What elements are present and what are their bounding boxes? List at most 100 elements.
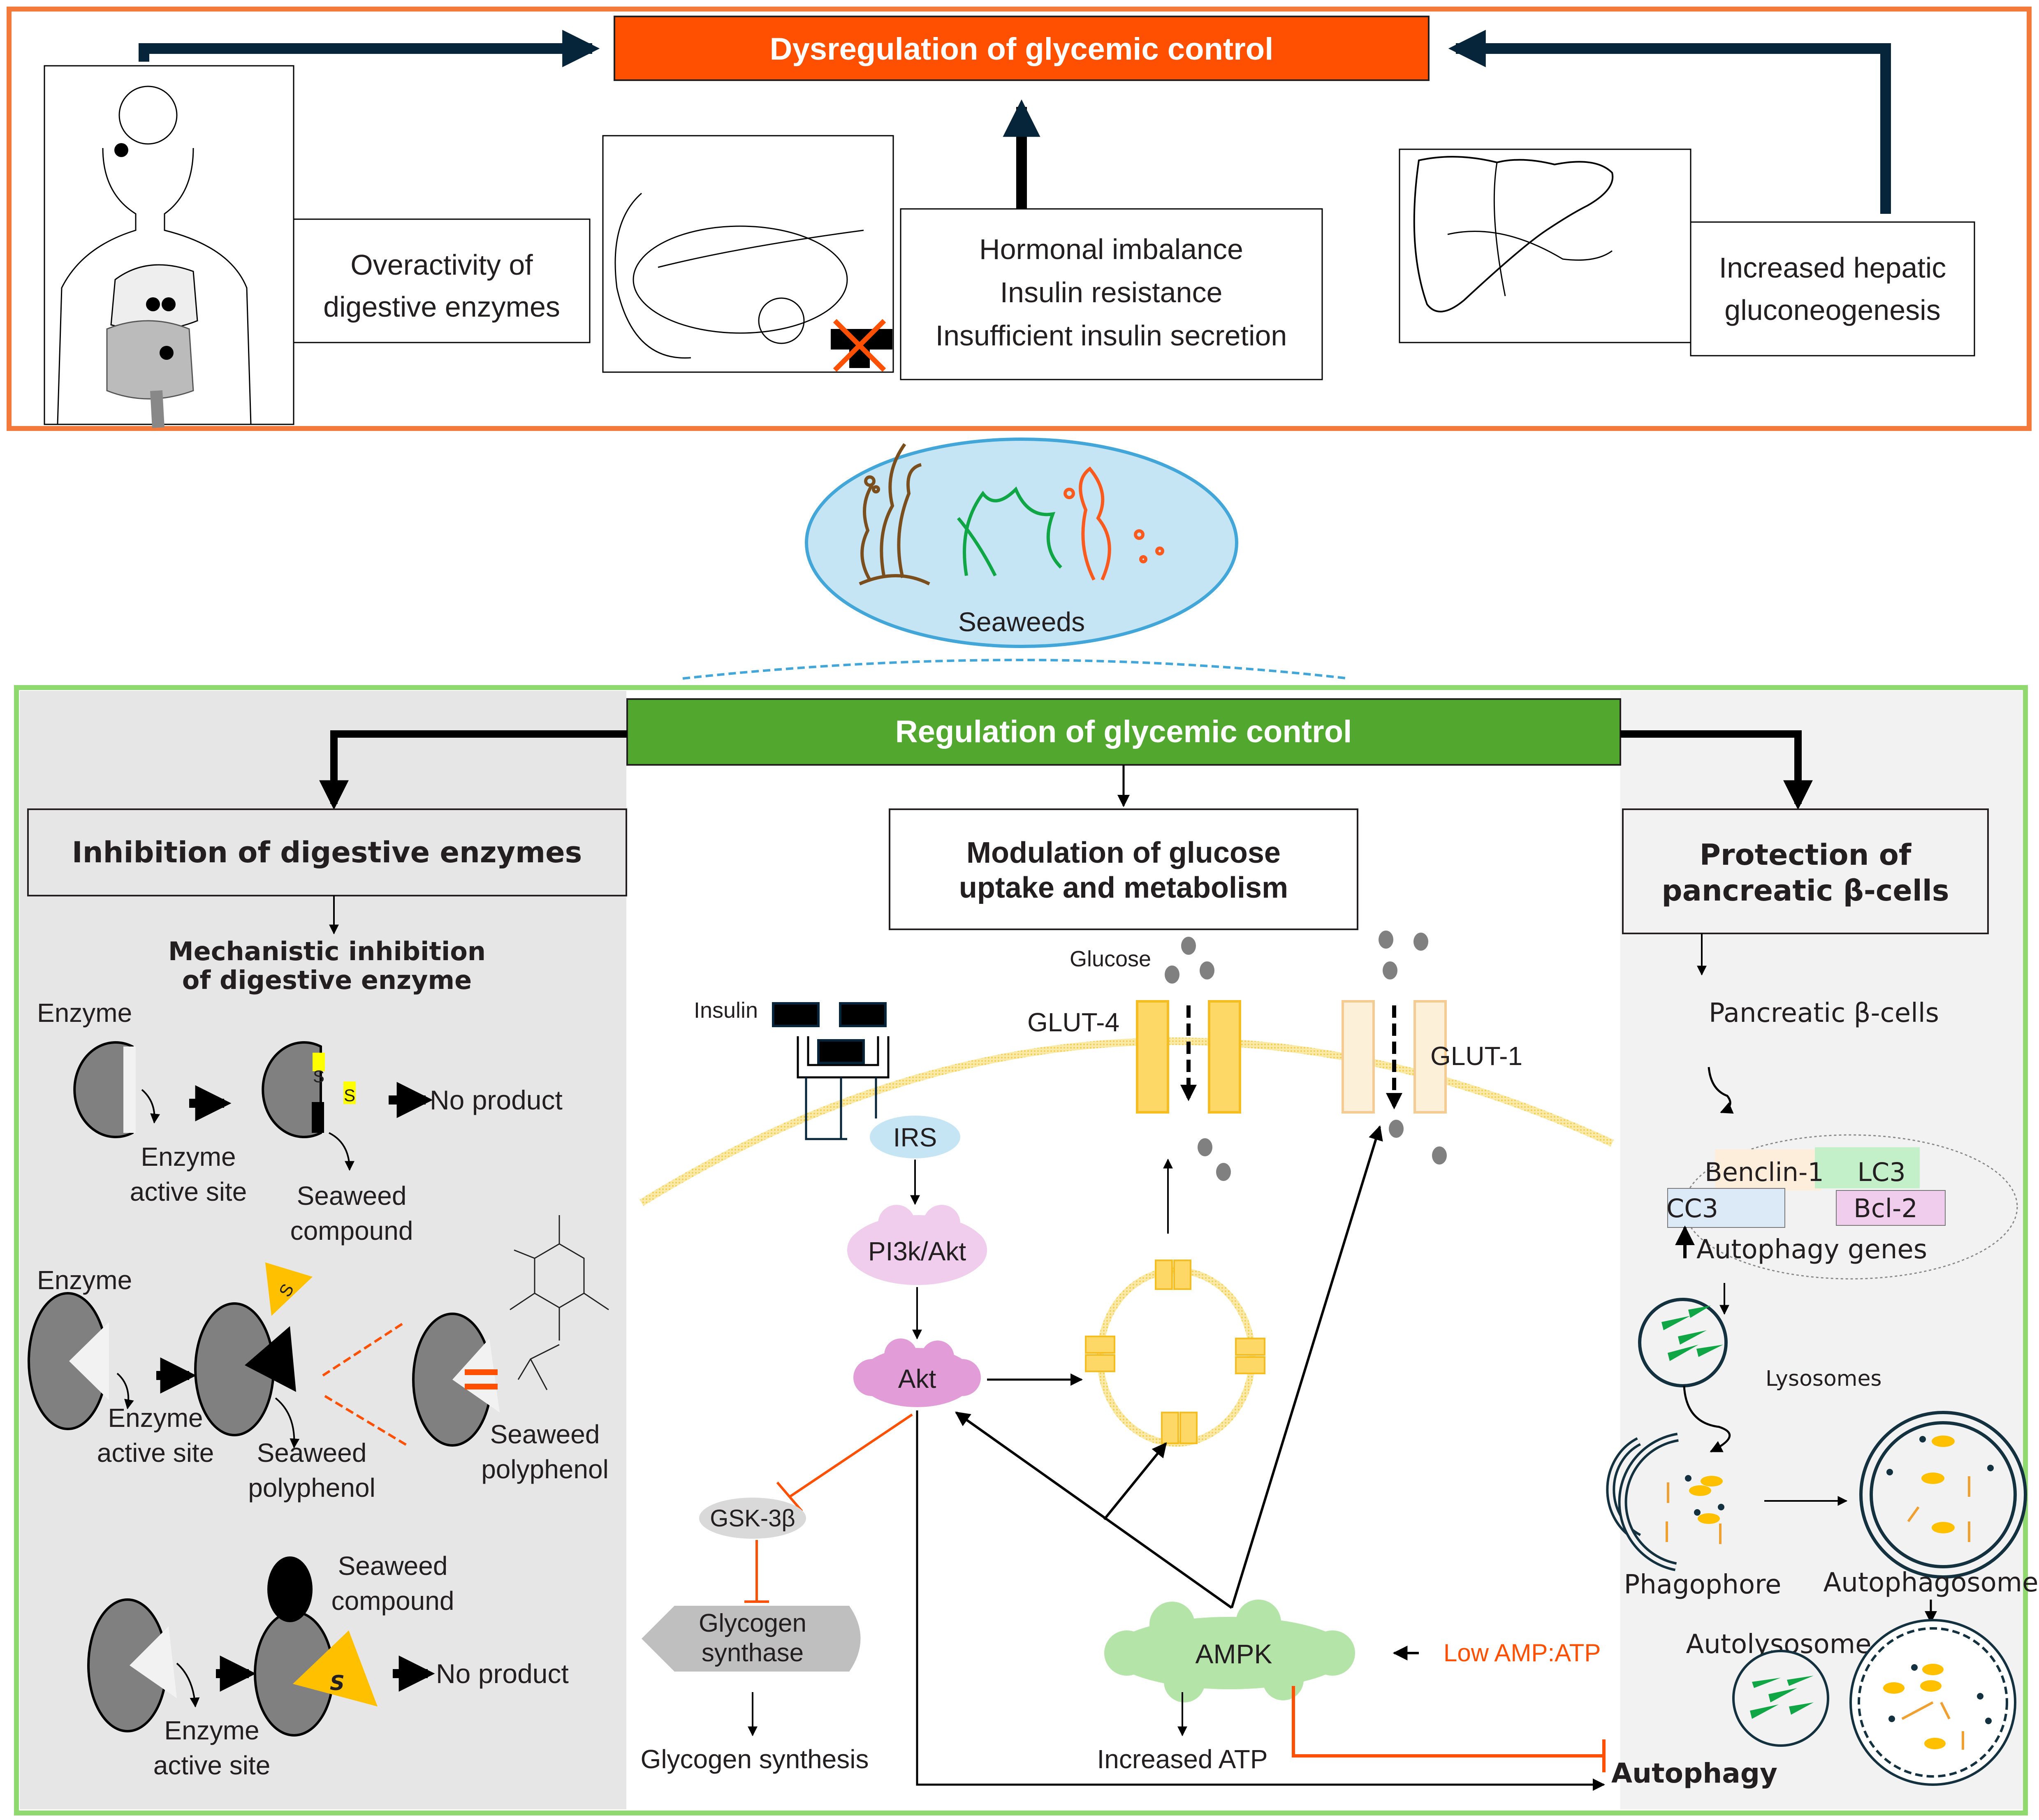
autophagy-genes-label: Autophagy genes: [1696, 1234, 1927, 1265]
liver-illustration: [1399, 148, 1691, 343]
green-seaweed-icon: [957, 486, 1062, 577]
glut4-label: GLUT-4: [1027, 1007, 1119, 1037]
row2-curved-arrow-2: [275, 1397, 300, 1449]
glycogen-synthase-node: [642, 1606, 861, 1672]
seaweeds-ellipse: [805, 438, 1238, 648]
row1-compound-2: compound: [290, 1216, 413, 1246]
glycogen-synthase-1: Glycogen: [699, 1609, 806, 1637]
akt-label: Akt: [898, 1364, 936, 1394]
mechanistic-line-1: Mechanistic inhibition: [168, 936, 486, 966]
modulation-heading-box: [889, 808, 1358, 930]
pi3k-akt-node: [847, 1205, 987, 1285]
bottom-panel: Regulation of glycemic control Inhibitio…: [14, 685, 2039, 1815]
row1-no-product: No product: [430, 1085, 563, 1115]
glycogen-synthase-2: synthase: [702, 1639, 804, 1667]
digestive-enzymes-box: [293, 218, 591, 343]
cell-membrane: [640, 1037, 1614, 1206]
hepatic-line-2: gluconeogenesis: [1724, 294, 1940, 326]
low-amp-label: Low AMP:ATP: [1444, 1639, 1601, 1667]
row1-s2: S: [344, 1086, 355, 1105]
row2-active-site-1: Enzyme: [108, 1403, 203, 1433]
hepatic-line-1: Increased hepatic: [1719, 252, 1946, 284]
inhibition-heading-box: [27, 808, 627, 896]
protection-line-1: Protection of: [1700, 838, 1912, 872]
arrow-ampk-to-vesicle: [1103, 1442, 1167, 1520]
irs-node: [870, 1116, 960, 1158]
digestive-line-2: digestive enzymes: [323, 291, 560, 323]
row1-inhibited-enzyme-icon: [262, 1041, 356, 1138]
hormonal-line-3: Insufficient insulin secretion: [936, 320, 1287, 352]
glut4-transporter-icon: [1136, 1000, 1241, 1114]
phagophore-icon: [1606, 1433, 1724, 1571]
ampk-label: AMPK: [1195, 1639, 1272, 1669]
autophagosome-icon: [1859, 1411, 2027, 1579]
row2-polyphenol-2: polyphenol: [248, 1473, 375, 1503]
gene-bcl2: Bcl-2: [1854, 1193, 1918, 1223]
row2-enzyme-icon: [28, 1292, 109, 1430]
red-seaweed-icon: [1064, 466, 1164, 581]
seaweeds-label: Seaweeds: [958, 607, 1085, 637]
modulation-line-1: Modulation of glucose: [966, 836, 1281, 869]
hormonal-box: [900, 208, 1323, 380]
protection-line-2: pancreatic β-cells: [1661, 874, 1949, 908]
row1-curved-arrow-1: [141, 1089, 160, 1124]
row3-enzyme-icon: [87, 1598, 177, 1732]
row1-active-site-1: Enzyme: [141, 1142, 236, 1172]
akt-inhibits-gsk: [789, 1413, 913, 1498]
arrow-digestive-to-title: [139, 30, 600, 67]
brown-seaweed-icon: [859, 443, 930, 586]
hormonal-line-1: Hormonal imbalance: [979, 233, 1243, 265]
akt-node: [853, 1338, 981, 1407]
gene-cc3-box: [1667, 1188, 1785, 1228]
arrow-hepatic-to-title: [1448, 30, 1891, 214]
row1-s1: S: [313, 1067, 324, 1086]
mechanistic-line-2: of digestive enzyme: [182, 965, 472, 995]
glycogen-synthesis-label: Glycogen synthesis: [641, 1744, 869, 1774]
seaweeds-zoom-connector: [682, 659, 1349, 680]
digestive-line-1: Overactivity of: [350, 249, 533, 281]
glut1-transporter-icon: [1342, 1000, 1447, 1114]
autophagy-label: Autophagy: [1611, 1757, 1777, 1789]
row2-curved-arrow-1: [116, 1373, 134, 1410]
pancreas-illustration: [602, 135, 894, 373]
arrow-ampk-to-glut1: [1230, 1125, 1383, 1608]
beta-cells-label: Pancreatic β-cells: [1709, 998, 1939, 1028]
autophagosome-label: Autophagosome: [1824, 1568, 2039, 1598]
increased-atp-label: Increased ATP: [1097, 1744, 1267, 1774]
regulation-title: Regulation of glycemic control: [895, 714, 1352, 749]
row1-active-site-2: active site: [130, 1177, 247, 1206]
arrow-to-inhibition: [319, 730, 627, 810]
arrow-to-protection: [1620, 730, 1813, 810]
insulin-label: Insulin: [694, 998, 758, 1023]
row2-polyphenol-1: Seaweed: [257, 1438, 367, 1468]
row2-polyphenol2-1: Seaweed: [490, 1419, 600, 1449]
glut4-vesicle-icon: [1085, 1260, 1265, 1447]
modulation-line-2: uptake and metabolism: [959, 871, 1288, 904]
wavy-arrow-to-genes: [1708, 1067, 1734, 1114]
row1-enzyme-icon: [73, 1041, 136, 1138]
row3-active-site-1: Enzyme: [164, 1716, 259, 1745]
row3-compound-1: Seaweed: [338, 1551, 448, 1581]
row2-inhibited-enzyme-icon: [194, 1262, 313, 1436]
irs-label: IRS: [893, 1123, 937, 1152]
inhibition-heading: Inhibition of digestive enzymes: [72, 836, 582, 869]
ampk-node: [1104, 1600, 1355, 1702]
gene-lc3-box: [1815, 1147, 1920, 1188]
gene-lc3: LC3: [1857, 1157, 1905, 1187]
human-digestive-system-illustration: [44, 65, 294, 428]
glucose-molecules: [1165, 931, 1447, 1181]
hepatic-box: [1690, 221, 1975, 357]
row1-curved-arrow-2: [329, 1132, 355, 1171]
row3-curved-arrow: [176, 1663, 200, 1708]
top-panel: Dysregulation of glycemic control Overac…: [7, 7, 2032, 431]
row1-compound-1: Seaweed: [297, 1181, 407, 1211]
zoom-line-upper: [322, 1321, 406, 1377]
glucose-label: Glucose: [1070, 947, 1151, 971]
gene-benclin-box: [1715, 1149, 1822, 1190]
arrow-akt-to-autophagy: [916, 1410, 1605, 1791]
gene-bcl2-box: [1836, 1190, 1946, 1226]
autophagy-genes-ellipse: [1683, 1134, 2018, 1280]
dysregulation-title-box: [614, 16, 1430, 81]
row3-no-product: No product: [436, 1658, 569, 1689]
